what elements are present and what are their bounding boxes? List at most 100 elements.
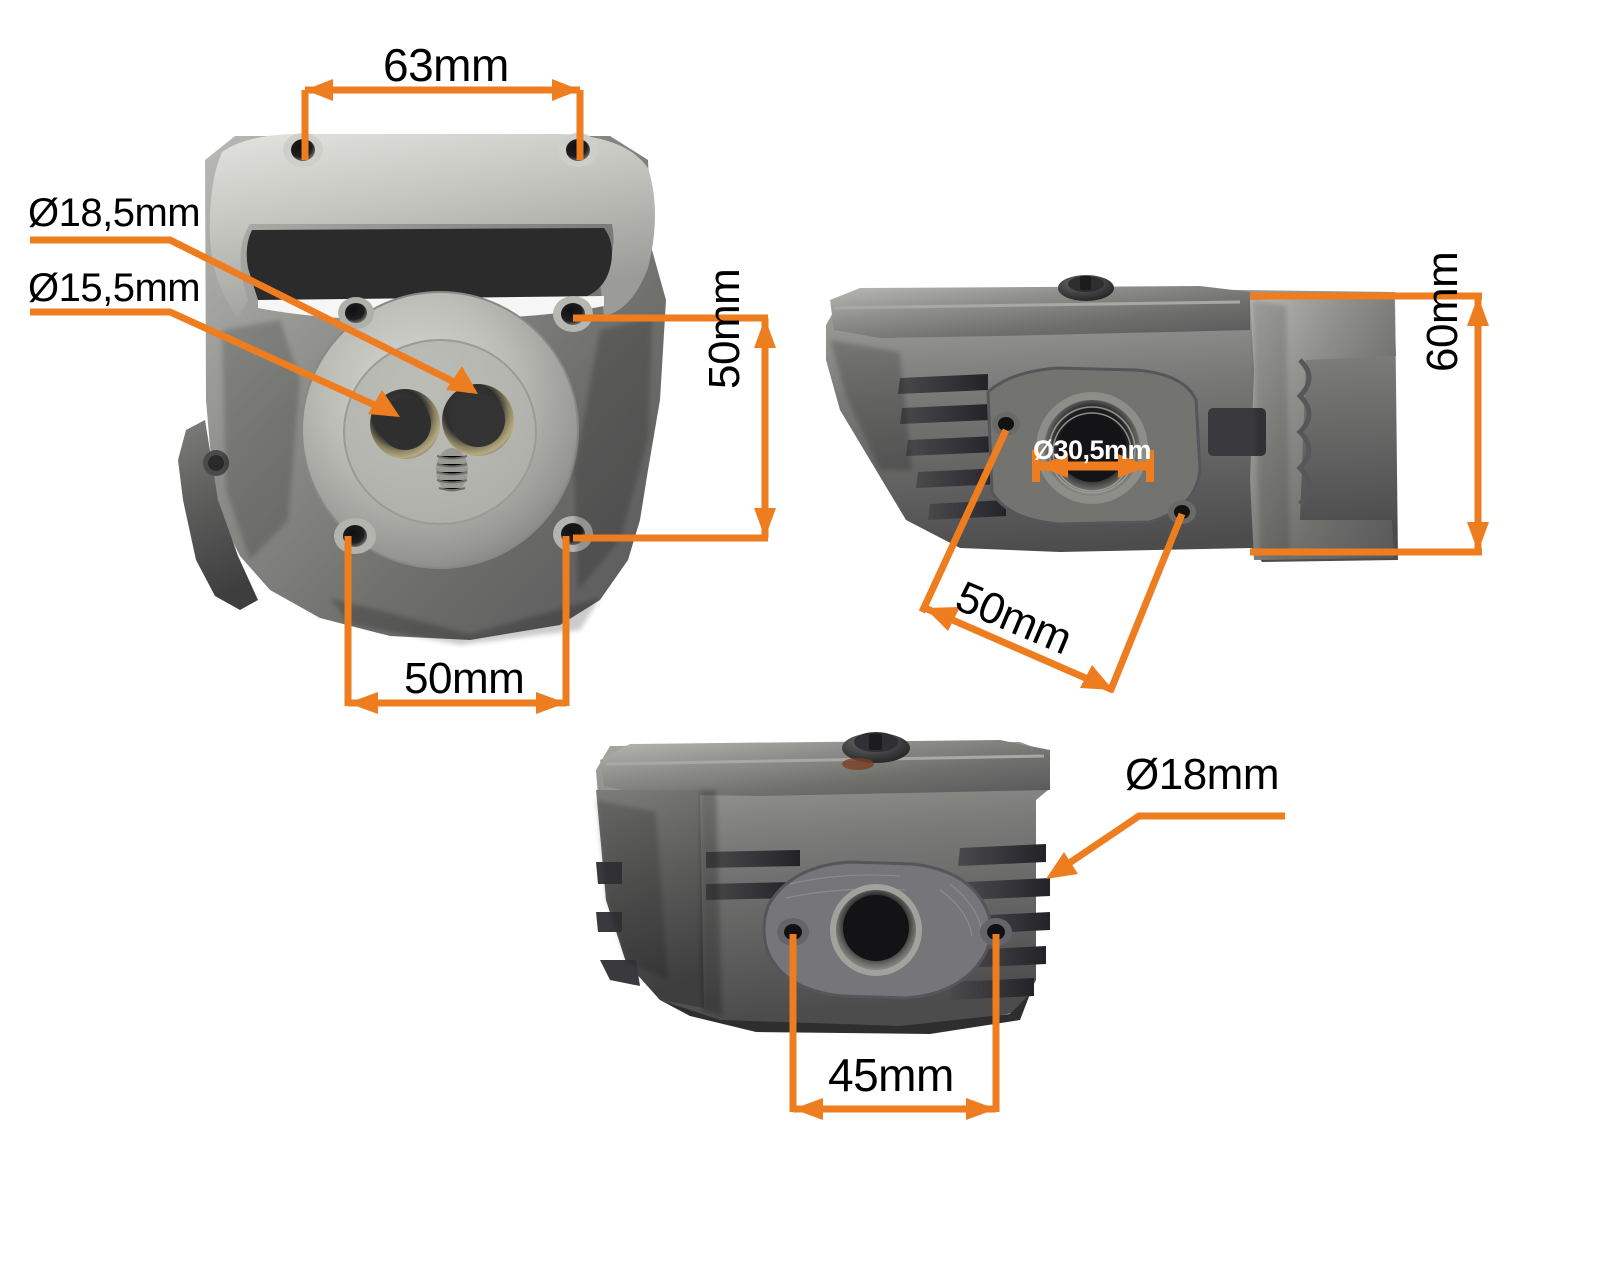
stud-hole-mr-boss [553,296,593,332]
intake-port-side-view [596,732,1050,1034]
side-shadow-mid [1252,300,1290,556]
leader-line-15-5 [30,308,392,416]
intake-bolt-hole-right [987,924,1005,940]
dimension-label-50mm-angled: 50mm [948,572,1079,665]
gasket-face-rail [209,134,655,318]
intake-bolt-hole-left [784,924,802,940]
dome-inner-edge [343,339,537,525]
stud-hole-tl [291,139,315,161]
arrowhead-18 [1046,852,1078,879]
side-shadow-left [830,340,912,470]
intake-port-bore [836,890,916,970]
cooling-fins-center-left [706,850,800,900]
exhaust-port-side-view [826,275,1398,562]
arrowhead-60-top [1467,296,1489,326]
ext-line-50a-right [1106,512,1186,694]
flange-bolt-boss-br [1168,500,1196,524]
face-shadow-bottom [330,598,600,645]
arrowhead-50h-left [348,692,378,714]
left-block-notch-3 [600,960,640,986]
stud-hole-ml [345,303,367,323]
left-mount-lug [178,420,258,610]
arrowhead-18-5 [446,366,478,394]
intake-shadow-seam [700,790,722,1016]
right-mount-block [1250,296,1396,560]
cooling-fins-left [898,374,1006,520]
stud-hole-bl [343,525,367,547]
head-outer-body [205,136,666,640]
left-block-notch-1 [596,862,622,884]
intake-valve-cover-plate [600,740,1050,796]
intake-cam-cap-slot [869,734,882,750]
stud-hole-br-boss [553,516,593,552]
left-lug-hole [203,450,229,476]
intake-valve-seat [442,384,514,456]
dimension-lines-layer [30,79,1489,1120]
intake-valve-face [451,393,505,447]
arrowhead-63-left [305,79,333,101]
valve-cover-plate [830,286,1250,338]
arrowhead-50h-right [536,692,566,714]
stud-hole-bl-boss [334,518,376,554]
exhaust-valve-seat [370,389,440,459]
dimension-label-15-5mm: Ø15,5mm [28,266,201,310]
intake-flange-edge [762,860,993,1000]
dimension-label-30-5mm: Ø30,5mm [1033,435,1152,465]
combustion-chamber-dome [302,292,578,568]
spark-plug-thread-lines [436,455,468,491]
leader-line-18-5 [30,236,472,394]
flange-machining-marks [785,874,983,937]
cooling-fins-right [950,844,1050,1000]
cam-cap-bolt [1058,275,1114,301]
arrowhead-50v-bottom [754,508,776,538]
intake-lower-lip [660,994,1030,1034]
dimension-label-50mm-horizontal: 50mm [404,654,525,703]
cover-highlight [833,300,1241,310]
dimension-label-50mm-vertical: 50mm [700,268,749,389]
dimension-label-60mm: 60mm [1418,251,1467,372]
arrowhead-63-right [552,79,580,101]
intake-cam-cap-bolt [842,733,910,763]
dimension-label-45mm: 45mm [828,1049,954,1101]
cap-oring [842,758,874,770]
dome-edge [301,291,579,569]
arrowhead-50v-top [754,318,776,348]
right-recess [1208,408,1266,456]
flange-bolt-hole-tl [998,417,1014,431]
face-shadow-left [222,320,300,560]
dimension-label-63mm: 63mm [383,39,509,91]
cam-cap-bolt-slot [1080,276,1091,290]
face-shadow-right [574,318,652,590]
head-body-side [826,288,1398,562]
stud-hole-ml-boss [338,297,374,329]
arrowhead-15-5 [368,390,400,417]
stud-holes [283,133,598,554]
intake-head-body [596,742,1048,1026]
cavity-lower-gap [258,296,604,321]
intake-shadow-left [596,800,668,980]
cam-cap-bolt-inner [1068,276,1104,292]
combustion-chamber-face-view [178,133,666,645]
stud-hole-br [561,523,585,545]
left-lug-hole-bore [208,455,224,471]
dome-inner [344,340,536,524]
stud-hole-tr-boss [558,133,598,167]
arrowhead-45-left [793,1098,823,1120]
rocker-cavity-slot [246,228,612,302]
intake-cover-highlight [605,754,1045,766]
intake-port-outer [830,884,922,976]
intake-port-bore-inner [843,895,909,961]
leader-line-18 [1054,812,1285,875]
stud-hole-tr [566,139,590,161]
spark-plug-thread [436,448,468,492]
arrowhead-50a-right [1080,665,1113,690]
side-rib-scallops [1296,358,1312,506]
stud-hole-mr [561,303,585,325]
exhaust-valve-face [379,398,431,450]
intake-cam-cap-inner [854,732,898,752]
arrowhead-60-bottom [1467,522,1489,552]
intake-flange [764,862,991,998]
dimension-label-18-5mm: Ø18,5mm [28,191,201,235]
